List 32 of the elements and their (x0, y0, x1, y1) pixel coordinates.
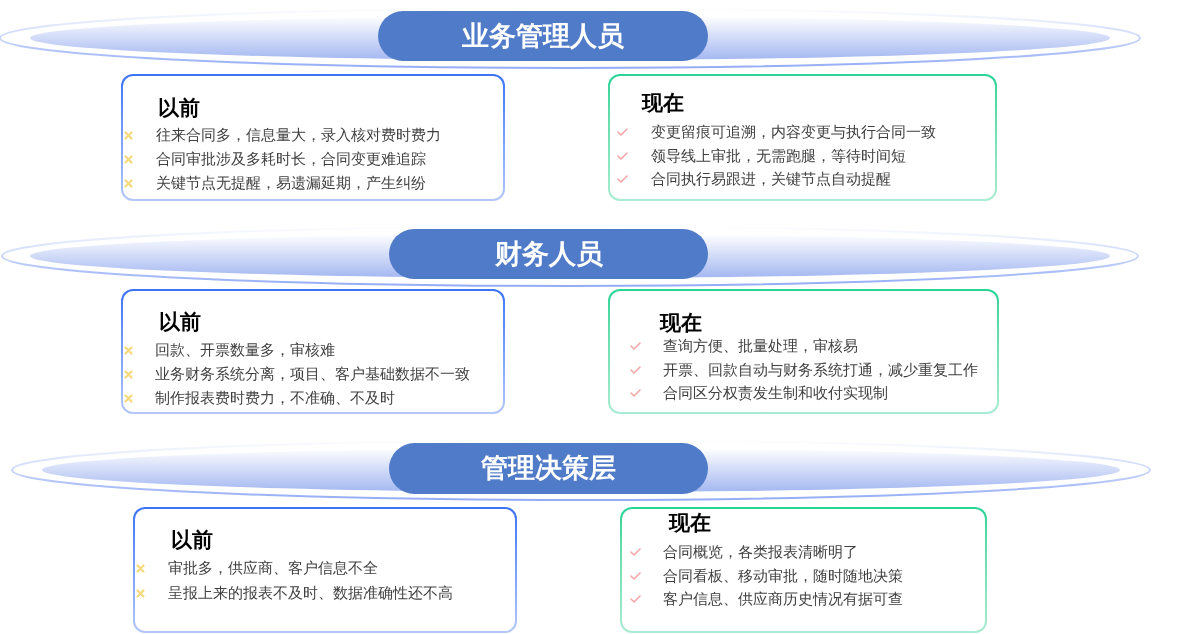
bullet-text: 开票、回款自动与财务系统打通，减少重复工作 (663, 360, 978, 380)
card-heading: 以前 (159, 309, 201, 335)
before-card (121, 74, 505, 201)
bullet-text: 合同审批涉及多耗时长，合同变更难追踪 (156, 149, 426, 169)
bullet-text: 回款、开票数量多，审核难 (155, 340, 335, 360)
card-heading: 以前 (158, 95, 200, 121)
role-header-pill: 财务人员 (389, 229, 708, 279)
bullet-text: 查询方便、批量处理，审核易 (663, 336, 858, 356)
bullet-text: 呈报上来的报表不及时、数据准确性还不高 (168, 583, 453, 603)
card-heading: 现在 (642, 90, 684, 116)
bullet-text: 合同区分权责发生制和收付实现制 (663, 383, 888, 403)
bullet-text: 业务财务系统分离，项目、客户基础数据不一致 (155, 364, 470, 384)
after-card (608, 289, 999, 414)
bullet-text: 合同概览，各类报表清晰明了 (663, 542, 858, 562)
bullet-text: 制作报表费时费力，不准确、不及时 (155, 388, 395, 408)
bullet-text: 合同看板、移动审批，随时随地决策 (663, 566, 903, 586)
role-header-pill: 业务管理人员 (378, 11, 708, 61)
bullet-text: 领导线上审批，无需跑腿，等待时间短 (651, 146, 906, 166)
after-card (608, 74, 997, 201)
role-header-pill: 管理决策层 (389, 443, 708, 494)
bullet-text: 客户信息、供应商历史情况有据可查 (663, 589, 903, 609)
bullet-text: 变更留痕可追溯，内容变更与执行合同一致 (651, 122, 936, 142)
after-card (620, 507, 987, 633)
bullet-text: 审批多，供应商、客户信息不全 (168, 558, 378, 578)
card-heading: 现在 (660, 310, 702, 336)
bullet-text: 关键节点无提醒，易遗漏延期，产生纠纷 (156, 173, 426, 193)
card-heading: 现在 (669, 510, 711, 536)
bullet-text: 往来合同多，信息量大，录入核对费时费力 (156, 125, 441, 145)
before-card (121, 289, 505, 414)
card-heading: 以前 (171, 527, 213, 553)
bullet-text: 合同执行易跟进，关键节点自动提醒 (651, 169, 891, 189)
before-card (133, 507, 517, 633)
